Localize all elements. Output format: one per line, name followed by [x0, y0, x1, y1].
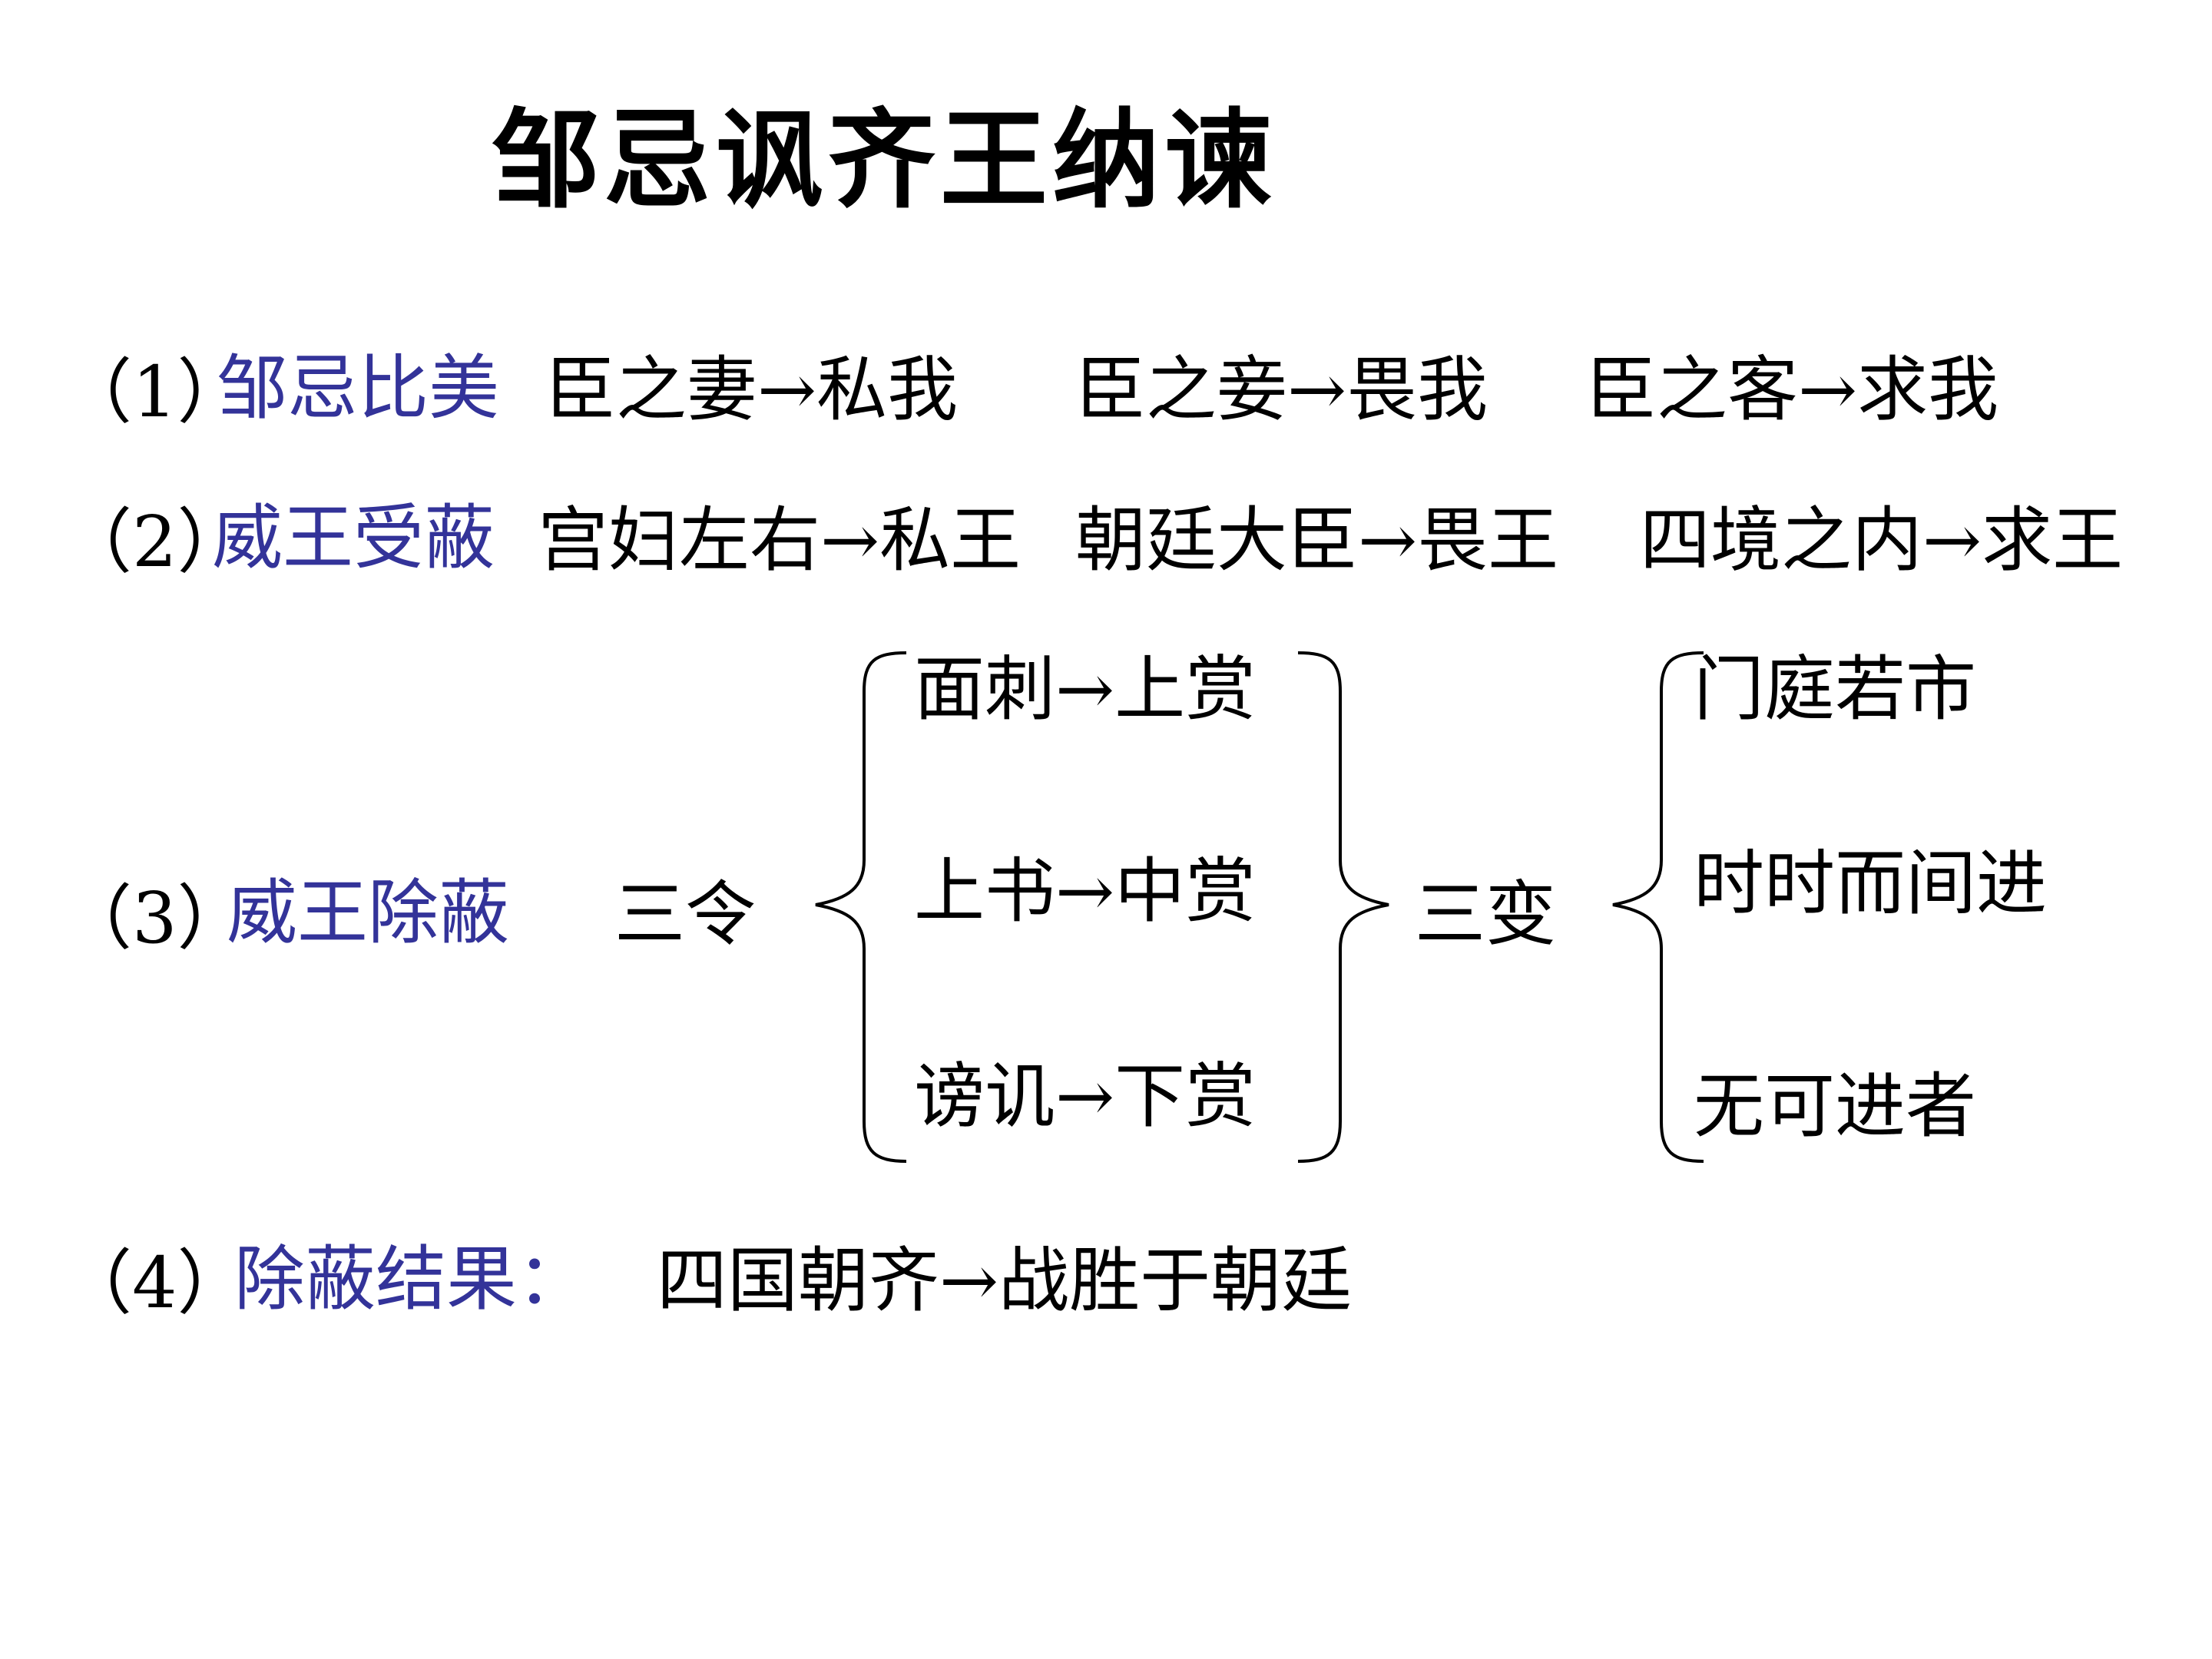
row-1-number: （1） — [61, 351, 248, 433]
three-changes-label: 三变 — [1415, 873, 1557, 955]
row-1-heading: 邹忌比美 — [217, 347, 500, 429]
order-3: 谤讥→下赏 — [914, 1055, 1257, 1137]
row-3-number: （3） — [61, 877, 248, 959]
right-brace-orders — [1297, 651, 1389, 1163]
left-brace-orders — [815, 651, 907, 1163]
row-2-item-1: 宫妇左右→私王 — [538, 499, 1022, 581]
change-3: 无可进者 — [1694, 1065, 1977, 1147]
order-2: 上书→中赏 — [914, 850, 1257, 932]
row-1-item-3: 臣之客→求我 — [1586, 349, 1999, 431]
row-1-item-2: 臣之妾→畏我 — [1075, 349, 1488, 431]
three-orders-label: 三令 — [614, 873, 757, 955]
row-4-heading: 除蔽结果： — [234, 1238, 588, 1320]
row-2-number: （2） — [61, 501, 248, 583]
row-4-number: （4） — [61, 1242, 248, 1324]
row-4-result: 四国朝齐→战胜于朝廷 — [657, 1240, 1353, 1322]
row-2-heading: 威王受蔽 — [212, 497, 495, 579]
order-1: 面刺→上赏 — [914, 648, 1257, 730]
page-title: 邹忌讽齐王纳谏 — [492, 98, 1277, 224]
row-2-item-2: 朝廷大臣→畏王 — [1075, 499, 1559, 581]
change-1: 门庭若市 — [1694, 648, 1977, 730]
row-2-item-3: 四境之内→求王 — [1640, 499, 2124, 581]
row-3-heading: 威王除蔽 — [227, 872, 510, 954]
left-brace-changes — [1612, 651, 1704, 1163]
row-1-item-1: 臣之妻→私我 — [545, 349, 959, 431]
change-2: 时时而间进 — [1694, 843, 2048, 925]
